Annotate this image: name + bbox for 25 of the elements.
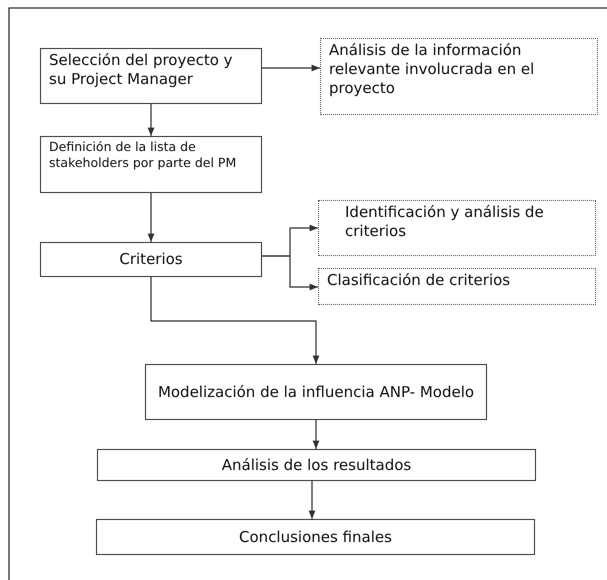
process-box <box>40 48 262 104</box>
process-box <box>97 449 536 481</box>
box-text: Identificación y análisis de criterios <box>345 203 545 240</box>
box-text: Conclusiones finales <box>239 528 392 546</box>
box-text: Modelización de la influencia ANP- Modelo <box>158 382 474 402</box>
note-box <box>320 38 598 115</box>
note-box <box>318 200 596 256</box>
process-box <box>40 242 262 277</box>
arrow <box>308 481 316 519</box>
arrow <box>148 193 154 242</box>
box-text: Criterios <box>119 250 183 269</box>
arrow <box>150 277 320 364</box>
arrow <box>262 255 318 290</box>
note-box <box>318 268 596 305</box>
process-box <box>96 519 535 555</box>
box-text: Clasificación de criterios <box>327 271 510 290</box>
process-box <box>145 364 487 420</box>
box-text: Análisis de los resultados <box>222 456 412 474</box>
arrow <box>262 64 320 72</box>
process-box <box>40 136 262 193</box>
arrow <box>148 104 154 136</box>
box-text: Definición de la lista de stakeholders por parte del PM <box>49 139 238 170</box>
box-text: Selección del proyecto y su Project Manager <box>49 51 234 88</box>
arrow <box>312 420 320 449</box>
box-text: Análisis de la información relevante involucrada en el proyecto <box>329 41 536 98</box>
